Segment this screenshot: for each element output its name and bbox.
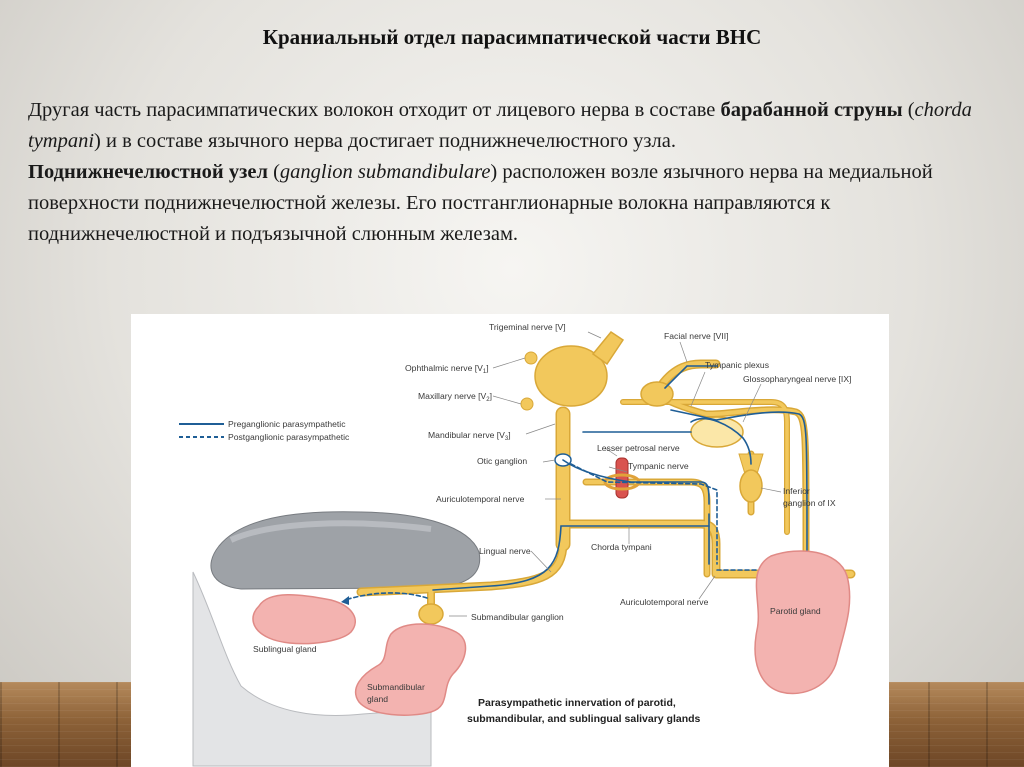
submandibular-ganglion-shape xyxy=(419,604,443,624)
label-glossopharyngeal-nerve: Glossopharyngeal nerve [IX] xyxy=(743,374,851,384)
label-parotid-gland: Parotid gland xyxy=(770,606,821,616)
label-tympanic-nerve: Tympanic nerve xyxy=(628,461,689,471)
label-maxillary-nerve: Maxillary nerve [V2] xyxy=(418,391,492,403)
diagram-svg: Preganglionic parasympathetic Postgangli… xyxy=(131,314,889,767)
label-chorda-tympani: Chorda tympani xyxy=(591,542,652,552)
paragraph-submandibular-ganglion: Поднижнечелюстной узел (ganglion submand… xyxy=(28,157,1013,250)
label-submandibular-ganglion: Submandibular ganglion xyxy=(471,612,564,622)
figure-caption-line-1: Parasympathetic innervation of parotid, xyxy=(478,697,676,709)
sublingual-gland-shape xyxy=(253,595,355,644)
paragraph1-text-3: ) и в составе язычного нерва достигает п… xyxy=(94,130,676,152)
label-lesser-petrosal-nerve: Lesser petrosal nerve xyxy=(597,443,680,453)
paragraph1-text-1: Другая часть парасимпатических волокон о… xyxy=(28,99,721,121)
parotid-gland-shape xyxy=(755,551,850,694)
slide-title: Краниальный отдел парасимпатической част… xyxy=(0,25,1024,50)
term-submandibular-ganglion-ru: Поднижнечелюстной узел xyxy=(28,161,268,183)
label-tympanic-plexus: Tympanic plexus xyxy=(705,360,769,370)
label-otic-ganglion: Otic ganglion xyxy=(477,456,527,466)
label-auriculotemporal-nerve-2: Auriculotemporal nerve xyxy=(620,597,709,607)
paragraph2-text-1: ( xyxy=(268,161,280,183)
label-lingual-nerve: Lingual nerve xyxy=(479,546,531,556)
paragraph-chorda-tympani: Другая часть парасимпатических волокон о… xyxy=(28,95,1013,157)
legend-postganglionic-label: Postganglionic parasympathetic xyxy=(228,432,350,442)
label-submandibular-gland-2: gland xyxy=(367,694,388,704)
paragraph1-text-2: ( xyxy=(903,99,915,121)
term-submandibular-ganglion-latin: ganglion submandibulare xyxy=(280,161,491,183)
label-facial-nerve: Facial nerve [VII] xyxy=(664,331,728,341)
label-inferior-ganglion-1: Inferior xyxy=(783,486,810,496)
legend-preganglionic-label: Preganglionic parasympathetic xyxy=(228,419,346,429)
innervation-diagram: Preganglionic parasympathetic Postgangli… xyxy=(131,314,889,767)
label-sublingual-gland: Sublingual gland xyxy=(253,644,317,654)
label-ophthalmic-nerve: Ophthalmic nerve [V1] xyxy=(405,363,489,375)
label-trigeminal-nerve: Trigeminal nerve [V] xyxy=(489,322,566,332)
trigeminal-ganglion xyxy=(521,332,623,410)
figure-caption-line-2: submandibular, and sublingual salivary g… xyxy=(467,713,701,725)
label-inferior-ganglion-2: ganglion of IX xyxy=(783,498,836,508)
slide-body-text: Другая часть парасимпатических волокон о… xyxy=(28,95,1013,250)
term-chorda-tympani-ru: барабанной струны xyxy=(721,99,903,121)
label-mandibular-nerve: Mandibular nerve [V3] xyxy=(428,430,511,442)
label-submandibular-gland-1: Submandibular xyxy=(367,682,425,692)
legend: Preganglionic parasympathetic Postgangli… xyxy=(179,419,350,442)
label-auriculotemporal-nerve-1: Auriculotemporal nerve xyxy=(436,494,525,504)
